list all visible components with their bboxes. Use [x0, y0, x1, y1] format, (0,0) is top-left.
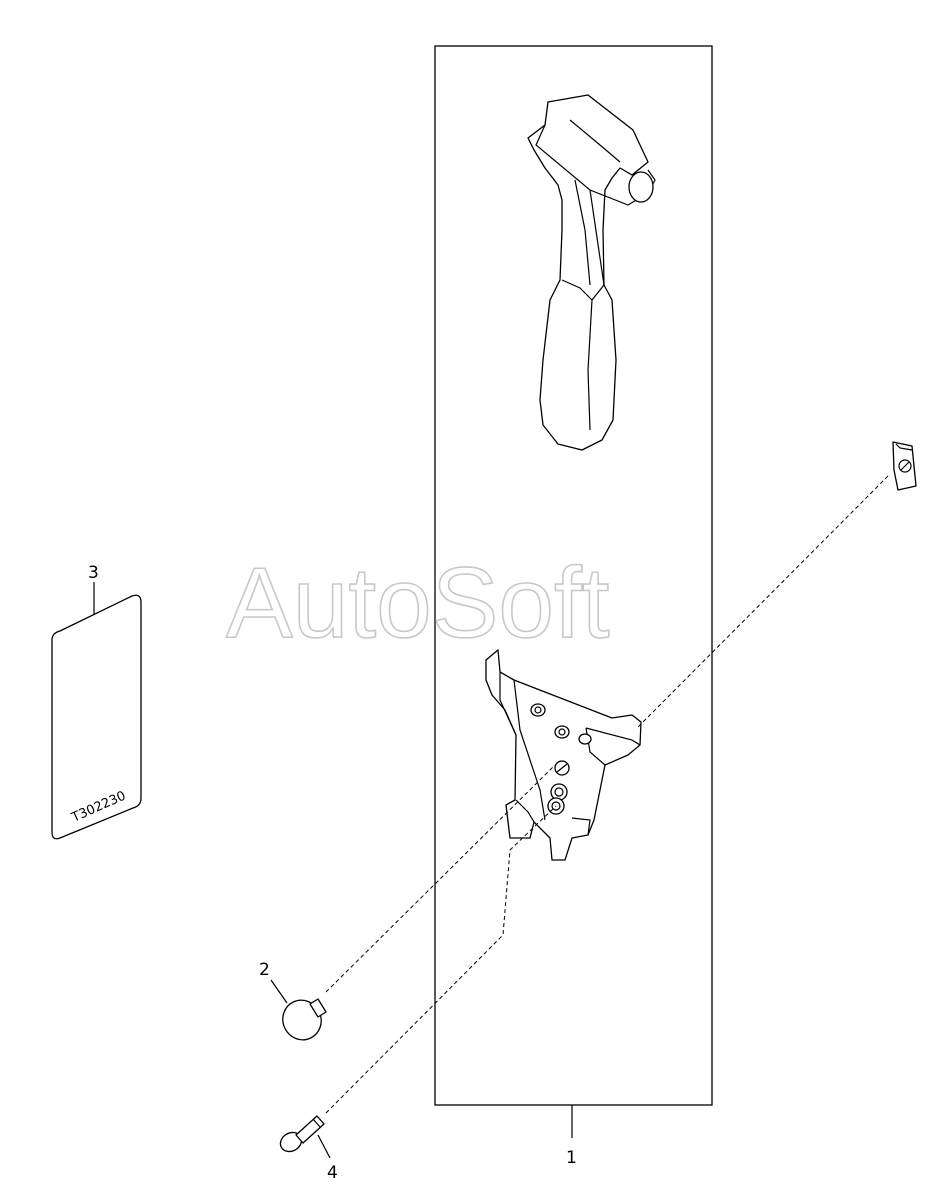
clip-nut[interactable] [892, 441, 917, 491]
decal[interactable]: T302230 [51, 594, 142, 840]
push-button[interactable] [276, 994, 327, 1046]
control-handle[interactable] [527, 94, 656, 451]
leader-4 [317, 1134, 331, 1159]
callout-3: 3 [88, 563, 99, 583]
bolt[interactable] [277, 1115, 325, 1155]
leader-2 [270, 979, 288, 1004]
assembly-line-button [325, 764, 556, 993]
mounting-bracket[interactable] [485, 649, 642, 861]
callout-4: 4 [327, 1163, 338, 1183]
assembly-line-nut [636, 475, 889, 729]
kit-box [434, 45, 713, 1106]
callout-1: 1 [566, 1148, 577, 1168]
callout-2: 2 [259, 960, 270, 980]
watermark: AutoSoft [226, 547, 610, 659]
assembly-line-bolt [325, 805, 557, 1114]
